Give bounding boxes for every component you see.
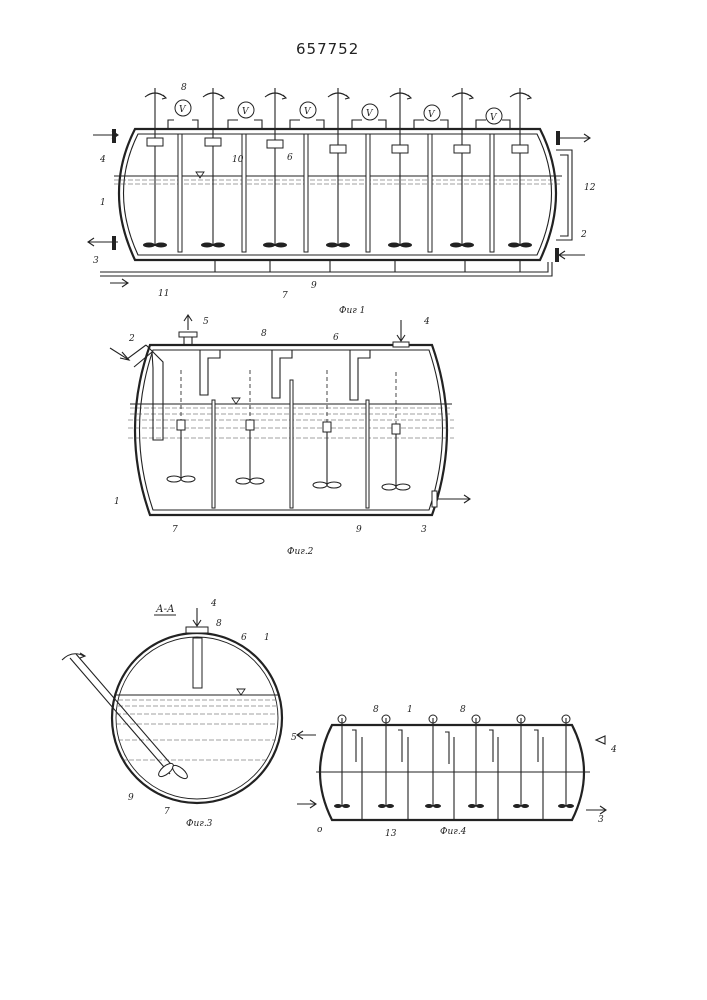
fig1-agitator [201,88,225,248]
fig1-valve: V [290,102,324,129]
svg-text:3: 3 [421,525,427,535]
figure-2: 2 5 8 6 4 1 7 9 3 Фиг.2 [110,315,470,557]
fig1-agitator [450,88,474,248]
svg-text:2: 2 [128,334,135,344]
fig1-agitators [143,88,532,248]
svg-text:3: 3 [598,815,604,825]
fig1-agitator [508,88,532,248]
fig1-manifold [100,260,552,287]
fig2-partitions [212,380,369,508]
fig1-agitator [143,88,167,248]
fig1-agitator [388,88,412,248]
fig4-agitator [334,715,350,808]
svg-text:5: 5 [203,317,209,327]
svg-text:7: 7 [282,291,288,301]
svg-text:1: 1 [100,198,106,208]
svg-text:8: 8 [216,619,222,629]
svg-text:4: 4 [210,599,217,609]
svg-text:11: 11 [158,289,169,299]
fig1-valve: V [168,100,198,129]
svg-text:1: 1 [264,633,270,643]
svg-text:9: 9 [128,793,134,803]
fig1-valve: V [352,104,386,129]
fig4-agitator [513,715,529,808]
svg-text:6: 6 [333,333,339,343]
fig1-caption: Фиг 1 [339,306,365,316]
fig2-agitator [167,370,195,482]
svg-text:8: 8 [373,705,379,715]
svg-text:7: 7 [164,807,170,817]
fig2-agitators [167,370,410,490]
figure-4: 8 1 8 4 13 3 5 o Фиг.4 [291,705,617,839]
fig3-section-label: А-А [155,604,175,615]
svg-text:8: 8 [460,705,466,715]
svg-text:8: 8 [181,83,187,93]
svg-text:8: 8 [261,329,267,339]
svg-text:7: 7 [172,525,178,535]
svg-text:4: 4 [610,745,617,755]
svg-text:12: 12 [584,183,596,193]
svg-text:4: 4 [423,317,430,327]
fig4-caption: Фиг.4 [440,827,467,837]
figure-3: А-А [62,599,282,829]
svg-text:5: 5 [291,733,297,743]
fig4-agitator [425,715,441,808]
svg-text:9: 9 [311,281,317,291]
figure-1: V V V V [88,83,596,316]
fig4-agitator [468,715,484,808]
svg-text:o: o [317,825,323,835]
svg-text:3: 3 [93,256,99,266]
svg-text:6: 6 [287,153,293,163]
fig3-caption: Фиг.3 [186,819,213,829]
svg-text:1: 1 [114,497,120,507]
fig2-agitator [382,372,410,490]
svg-text:4: 4 [99,155,106,165]
fig2-overflow-pipes [200,350,370,400]
svg-text:1: 1 [407,705,413,715]
fig1-valve: V [476,108,510,129]
svg-text:2: 2 [580,230,587,240]
fig1-agitator [263,88,287,248]
fig1-agitator [326,88,350,248]
fig2-agitator [236,370,264,484]
fig4-agitator [558,715,574,808]
svg-text:13: 13 [385,829,397,839]
fig1-valves: V V V V [168,100,510,129]
fig2-caption: Фиг.2 [287,547,314,557]
fig1-valve: V [228,102,262,129]
fig4-agitator [378,715,394,808]
fig2-agitator [313,370,341,488]
svg-text:9: 9 [356,525,362,535]
fig1-valve: V [414,105,448,129]
svg-text:10: 10 [232,155,244,165]
svg-text:6: 6 [241,633,247,643]
